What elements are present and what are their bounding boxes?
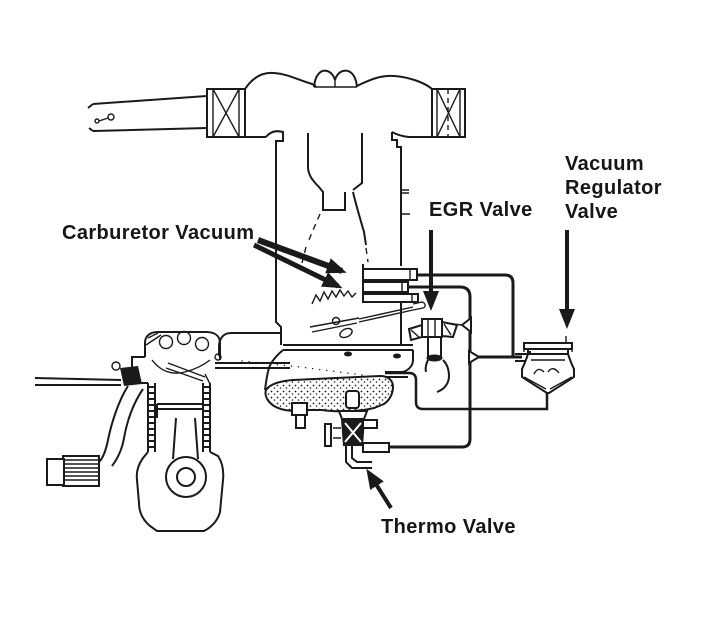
piston-icon bbox=[156, 403, 207, 498]
label-egr-valve: EGR Valve bbox=[429, 199, 533, 221]
carburetor-vacuum-arrow-1 bbox=[256, 237, 347, 274]
egr-stem bbox=[427, 336, 442, 358]
air-cleaner bbox=[87, 69, 466, 138]
cone-connector-egr bbox=[460, 315, 472, 335]
label-carburetor-vacuum: Carburetor Vacuum bbox=[62, 222, 254, 244]
label-vacuum-regulator-valve-line3: Valve bbox=[565, 201, 618, 223]
vacuum-ports bbox=[362, 264, 419, 303]
label-vacuum-regulator-valve-line1: Vacuum bbox=[565, 153, 644, 175]
pipe-manifold-to-regulator bbox=[385, 371, 549, 411]
air-temp-sensor-icon bbox=[94, 113, 115, 124]
filter-element-right bbox=[431, 88, 466, 138]
vacuum-hoses bbox=[385, 273, 549, 449]
thermo-valve-arrow bbox=[366, 468, 393, 510]
vacuum-regulator-valve bbox=[515, 336, 575, 394]
thermo-bracket bbox=[324, 423, 332, 447]
label-thermo-valve: Thermo Valve bbox=[381, 516, 516, 538]
hose-carb-to-egr-and-thermo bbox=[389, 285, 472, 449]
thermo-nipple-lower bbox=[362, 442, 390, 453]
thermo-bulb bbox=[345, 390, 360, 409]
wing-nut-icon bbox=[313, 69, 358, 88]
valve-icon bbox=[165, 362, 211, 385]
filter-element-left bbox=[206, 88, 246, 138]
intake-manifold-plenum bbox=[264, 374, 395, 429]
egr-valve bbox=[407, 318, 463, 393]
cone-connector-regulator bbox=[468, 349, 481, 365]
flex-coupler-icon bbox=[46, 455, 100, 487]
labels: Carburetor Vacuum EGR Valve Vacuum Regul… bbox=[62, 153, 662, 538]
thermo-valve bbox=[324, 390, 390, 469]
label-vacuum-regulator-valve-line2: Regulator bbox=[565, 177, 662, 199]
carburetor bbox=[241, 130, 426, 391]
venturi bbox=[301, 133, 369, 264]
hose-carb-to-regulator-line bbox=[417, 273, 515, 357]
thermo-nipple-upper bbox=[362, 419, 378, 429]
callout-arrows bbox=[252, 230, 575, 510]
exhaust-pipe bbox=[34, 361, 144, 487]
carburetor-vacuum-arrow-2 bbox=[252, 242, 343, 289]
throttle-linkage bbox=[309, 288, 426, 339]
manifold-stud bbox=[291, 402, 308, 416]
engine-cross-section bbox=[131, 330, 290, 532]
